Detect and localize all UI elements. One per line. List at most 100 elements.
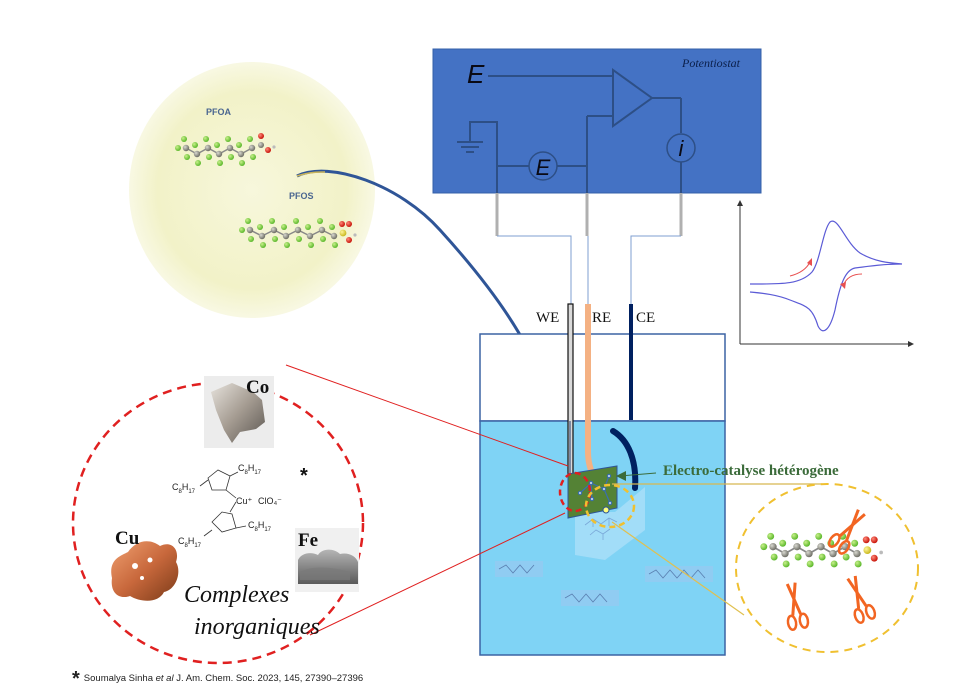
potentiostat-box: E i: [432, 48, 762, 194]
process-label: Electro-catalyse hétérogène: [663, 463, 839, 479]
hydrogen-atom: [353, 233, 357, 237]
fluorine-atom: [250, 154, 256, 160]
pfoa-label: PFOA: [206, 107, 232, 117]
working-electrode-label: WE: [536, 310, 560, 326]
fluorine-atom: [195, 160, 201, 166]
carbon-atom: [270, 226, 278, 234]
voltmeter-label: E: [536, 155, 551, 180]
pfas-skeletal-formula: [498, 564, 535, 574]
carbon-atom: [248, 144, 256, 152]
fluorine-atom: [225, 136, 231, 142]
catalyst-zoom-marker: [558, 471, 592, 513]
iron-label: Fe: [298, 530, 319, 551]
carbon-atom: [258, 232, 266, 240]
copper-complex-structure: [199, 469, 247, 537]
carbon-atom: [226, 144, 234, 152]
fluorine-atom: [269, 218, 275, 224]
copper-photo: [111, 541, 179, 601]
catalysts-caption-line1: Complexes: [184, 582, 290, 608]
fluorine-atom: [206, 154, 212, 160]
oxygen-atom: [346, 237, 352, 243]
pfos-label: PFOS: [289, 191, 314, 201]
pfas-molecules-bubble: [129, 62, 375, 318]
carbon-atom: [330, 232, 338, 240]
fluorine-atom: [192, 142, 198, 148]
carbon-atom: [282, 232, 290, 240]
fluorine-atom: [257, 224, 263, 230]
complex-substituent-3: C8H17: [248, 520, 272, 533]
fluorine-atom: [272, 236, 278, 242]
fluorine-atom: [305, 224, 311, 230]
dissolved-pfas: [495, 561, 713, 606]
fluorine-atom: [260, 242, 266, 248]
pfos-molecule-model: [239, 218, 357, 248]
potentiostat-title: Potentiostat: [682, 56, 740, 70]
oxygen-atom: [258, 133, 264, 139]
complex-substituent-2: C8H17: [238, 463, 262, 476]
footnote-journal: J. Am. Chem. Soc. 2023, 145, 27390–27396: [173, 673, 364, 684]
iron-photo: [295, 528, 359, 592]
reference-electrode-label: RE: [592, 310, 612, 326]
fluorine-atom: [236, 142, 242, 148]
fluorine-atom: [296, 236, 302, 242]
footnote-author: Soumalya Sinha: [83, 673, 156, 684]
carbon-atom: [204, 144, 212, 152]
sulfur-atom: [339, 229, 347, 237]
carbon-atom: [258, 142, 264, 148]
pfoa-molecule-model: [175, 133, 276, 166]
carbon-atom: [193, 150, 201, 158]
pfas-skeletal-formula: [648, 569, 706, 579]
cv-curve: [749, 220, 903, 332]
footnote-etal: et al: [155, 673, 174, 684]
cv-forward-arrow: [789, 261, 811, 277]
fluorine-atom: [228, 154, 234, 160]
fluorine-atom: [175, 145, 181, 151]
complex-substituent-1: C8H17: [172, 482, 196, 495]
fluorine-atom: [203, 136, 209, 142]
potential-input-label: E: [467, 59, 485, 89]
fluorine-atom: [214, 142, 220, 148]
carbon-atom: [294, 226, 302, 234]
fluorine-atom: [217, 160, 223, 166]
fluorine-atom: [284, 242, 290, 248]
footnote-marker: *: [72, 668, 80, 690]
footnote-reference: *Soumalya Sinha et al J. Am. Chem. Soc. …: [72, 668, 363, 691]
cobalt-photo: [204, 376, 274, 448]
op-amp-symbol: [612, 68, 654, 128]
fluorine-atom: [239, 227, 245, 233]
electrochemical-cell: [479, 333, 726, 656]
cleavage-zoom-marker: [584, 483, 636, 529]
carbon-atom: [246, 226, 254, 234]
catalyst-plate: [567, 465, 645, 560]
carbon-atom: [215, 150, 223, 158]
copper-label: Cu: [115, 528, 140, 549]
pfas-skeletal-formula: [564, 593, 608, 603]
fluorine-atom: [247, 136, 253, 142]
fluorine-atom: [181, 136, 187, 142]
fluorine-atom: [281, 224, 287, 230]
complex-substituent-4: C8H17: [178, 536, 202, 549]
carbon-atom: [237, 150, 245, 158]
fluorine-atom: [184, 154, 190, 160]
hydrogen-atom: [272, 145, 276, 149]
reference-marker: *: [300, 465, 308, 487]
cobalt-label: Co: [246, 377, 270, 398]
catalysts-caption-line2: inorganiques: [194, 614, 320, 640]
carbon-atom: [318, 226, 326, 234]
complex-metal-center: Cu⁺: [236, 496, 253, 506]
oxygen-atom: [346, 221, 352, 227]
electrode-leads: [495, 193, 683, 305]
oxygen-atom: [265, 147, 271, 153]
oxygen-atom: [339, 221, 345, 227]
fluorine-atom: [248, 236, 254, 242]
carbon-atom: [182, 144, 190, 152]
carbon-atom: [306, 232, 314, 240]
voltmeter-symbol: [528, 151, 558, 181]
fluorine-atom: [239, 160, 245, 166]
cv-plot: [737, 200, 914, 347]
fluorine-atom: [320, 236, 326, 242]
fluorine-atom: [317, 218, 323, 224]
complex-counter-ion: ClO₄⁻: [258, 496, 282, 506]
fluorine-atom: [245, 218, 251, 224]
